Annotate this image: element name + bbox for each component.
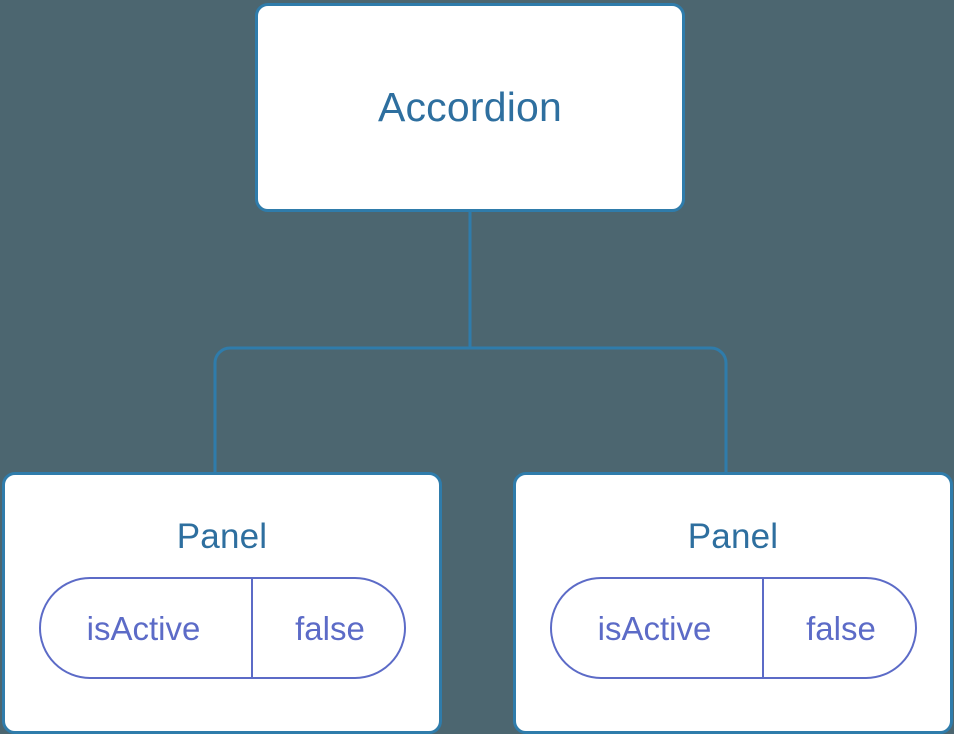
state-value-is-active: false [806, 609, 876, 647]
state-pill-panel-right[interactable]: isActive false [549, 577, 917, 679]
connector-branch-left [213, 346, 470, 474]
node-panel-left-title: Panel [176, 517, 268, 556]
state-value-is-active: false [295, 609, 365, 647]
state-key-is-active: isActive [41, 579, 253, 677]
node-panel-right-title: Panel [687, 517, 779, 556]
node-accordion[interactable]: Accordion [255, 3, 685, 212]
state-key-is-active: isActive [552, 579, 764, 677]
state-pill-panel-left[interactable]: isActive false [38, 577, 406, 679]
node-panel-right[interactable]: Panel isActive false [513, 472, 953, 734]
connector-branch-right [470, 346, 728, 474]
node-accordion-title: Accordion [377, 84, 563, 130]
node-panel-left[interactable]: Panel isActive false [2, 472, 442, 734]
